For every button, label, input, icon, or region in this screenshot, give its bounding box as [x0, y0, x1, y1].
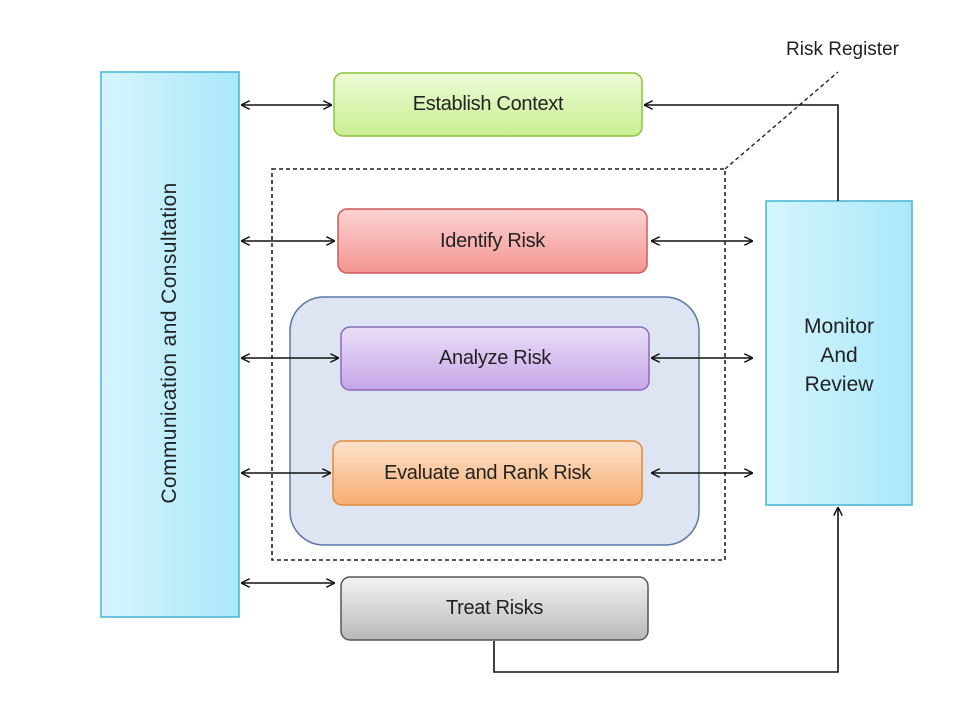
identify-risk-box — [337, 208, 648, 274]
risk-register-region — [271, 168, 726, 561]
risk-register-label: Risk Register — [786, 39, 899, 60]
monitor-review-label: Monitor And Review — [766, 300, 912, 410]
arrow-monitor-establish — [645, 105, 839, 201]
communication-box — [100, 71, 240, 618]
monitor-line-2: And — [820, 343, 858, 367]
evaluate-rank-risk-label: Evaluate and Rank Risk — [384, 461, 591, 484]
risk-register-pointer — [724, 71, 839, 170]
analyze-risk-box — [340, 326, 650, 391]
monitor-line-1: Monitor — [803, 314, 875, 338]
treat-risks-label: Treat Risks — [445, 597, 544, 619]
establish-context-box — [333, 72, 643, 137]
evaluate-rank-risk-box — [332, 440, 643, 506]
treat-risks-box — [340, 576, 649, 641]
monitor-review-box — [765, 200, 913, 506]
analyze-risk-label: Analyze Risk — [439, 347, 551, 369]
identify-risk-label: Identify Risk — [439, 229, 546, 252]
establish-context-label: Establish Context — [412, 93, 564, 115]
arrow-treat-monitor — [493, 508, 838, 673]
communication-label: Communication and Consultation — [158, 182, 181, 504]
monitor-line-3: Review — [804, 372, 874, 396]
